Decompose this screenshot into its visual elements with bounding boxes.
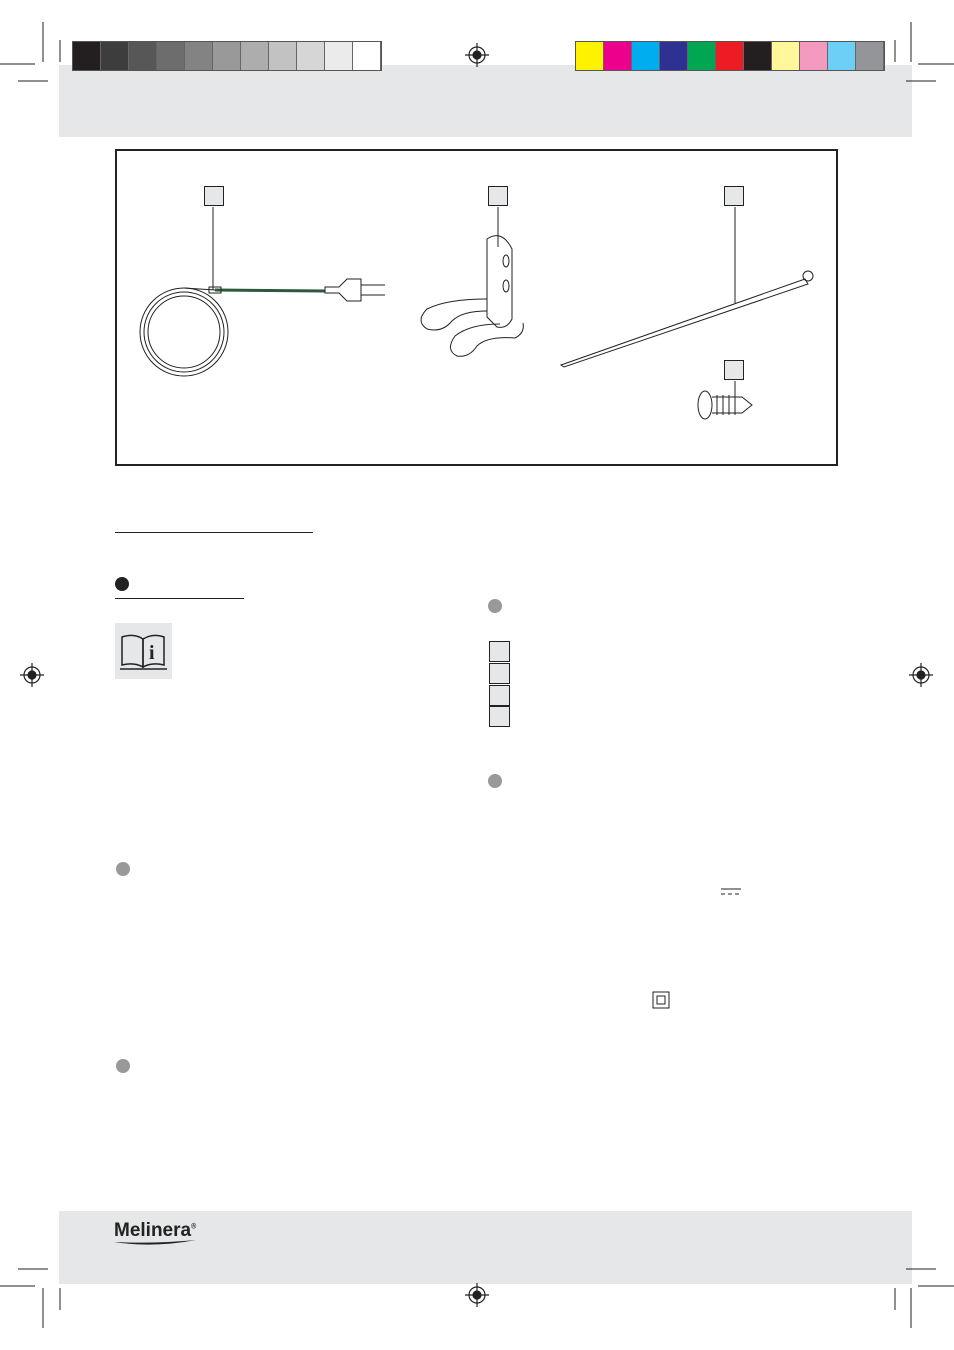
color-swatch [576, 42, 604, 70]
read-manual-icon: i [115, 623, 172, 679]
section-bullet [116, 862, 130, 876]
cable-with-plug-illustration [139, 278, 385, 377]
section-bullet [115, 577, 129, 591]
direct-current-symbol-icon [721, 888, 741, 895]
color-swatch [73, 42, 101, 70]
logo-text: Melinera [114, 1220, 192, 1241]
color-swatch [353, 42, 381, 70]
color-swatch [632, 42, 660, 70]
parts-figure [115, 149, 838, 466]
parts-list-box [489, 685, 510, 706]
brand-logo: Melinera® [114, 1220, 196, 1246]
section-bullet [116, 1059, 130, 1073]
color-swatch [604, 42, 632, 70]
registered-mark: ® [191, 1223, 197, 1231]
header-band [59, 65, 912, 137]
color-swatch [828, 42, 856, 70]
hook-illustration [420, 235, 524, 357]
color-swatch [856, 42, 884, 70]
color-swatch [101, 42, 129, 70]
protection-class-ii-icon [652, 991, 670, 1009]
color-swatch [269, 42, 297, 70]
svg-text:i: i [149, 642, 155, 664]
process-color-bar [575, 41, 885, 71]
color-swatch [800, 42, 828, 70]
callout-box-screw [724, 360, 744, 380]
color-swatch [688, 42, 716, 70]
callout-box-hook [488, 186, 508, 206]
section-bullet [488, 774, 502, 788]
color-swatch [744, 42, 772, 70]
parts-illustration [139, 207, 814, 420]
footer-band [59, 1211, 912, 1284]
color-swatch [213, 42, 241, 70]
color-swatch [129, 42, 157, 70]
callout-box-stake [724, 186, 744, 206]
color-swatch [185, 42, 213, 70]
parts-list-box [489, 663, 510, 684]
parts-list-box [489, 706, 510, 727]
screw-illustration [697, 390, 753, 420]
subsection-rule [115, 598, 244, 599]
color-swatch [716, 42, 744, 70]
section-bullet [488, 599, 502, 613]
logo-swoosh [114, 1240, 196, 1245]
color-swatch [772, 42, 800, 70]
color-swatch [325, 42, 353, 70]
color-swatch [660, 42, 688, 70]
ground-stake-illustration [559, 270, 814, 368]
color-swatch [241, 42, 269, 70]
section-rule [115, 532, 313, 533]
parts-list-box [489, 641, 510, 662]
grayscale-color-bar [72, 41, 382, 71]
color-swatch [157, 42, 185, 70]
color-swatch [297, 42, 325, 70]
callout-box-cable [204, 186, 224, 206]
